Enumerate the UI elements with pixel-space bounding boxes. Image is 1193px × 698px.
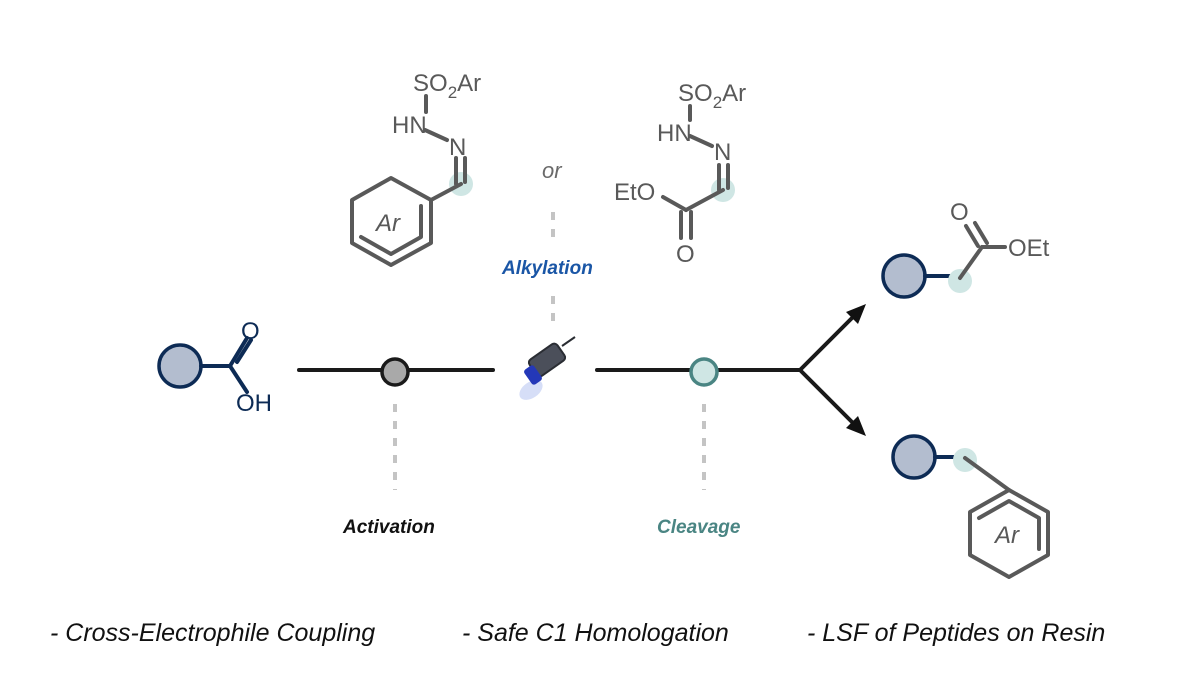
co-double-bond-b [973,221,989,245]
carbonyl-o-label: O [676,241,695,268]
sulfonyl-subscript: 2 [713,93,722,112]
co-double-bond-a [964,224,980,248]
ch2-carbonyl-bond [958,245,984,280]
oet-label: OEt [1008,235,1050,262]
n-label: N [449,134,466,161]
sulfonyl-subscript: 2 [448,83,457,102]
activation-node [380,357,410,387]
n-label: N [714,139,731,166]
resin-bead-icon [157,343,203,389]
activation-label: Activation [342,517,435,538]
ch-aryl-bond [429,182,463,202]
alkylation-label: Alkylation [501,258,593,279]
acid-oh-label: OH [236,390,272,417]
sulfonyl-ar: Ar [722,80,746,107]
arrow-lower-shaft [798,368,858,428]
benzene-inner-bonds [977,499,1041,551]
benzene-ring [350,176,433,267]
hn-label: HN [392,112,427,139]
cleavage-node [689,357,719,387]
aryl-label: Ar [374,210,401,237]
sulfonyl-label: SO [413,70,448,97]
aryl-hydrazone-reagent: SO2Ar HN N Ar [350,70,481,267]
carbonyl-o-label: O [950,199,969,226]
ester-product: O OEt [881,199,1050,299]
eto-label: EtO [614,179,655,206]
n-n-bond [688,134,714,148]
sulfonyl-ar: Ar [457,70,481,97]
sulfonyl-label: SO [678,80,713,107]
new-carbon-marker [948,269,972,293]
arrow-upper-head [846,304,866,324]
benzyl-product: Ar [891,434,1050,579]
cleavage-label: Cleavage [657,517,741,538]
feature-cross-electrophile: - Cross-Electrophile Coupling [50,619,375,647]
benzene-inner-bonds [359,204,423,256]
svg-text:SO2Ar: SO2Ar [413,70,481,102]
arrow-lower-head [846,416,866,436]
n-n-bond [423,128,449,142]
resin-bead-icon [891,434,937,480]
acid-single-bond [228,364,249,394]
benzene-ring [968,488,1050,579]
aryl-label: Ar [993,522,1020,549]
acid-o-label: O [241,318,260,345]
feature-c1-homologation: - Safe C1 Homologation [462,619,729,647]
acid-double-bond-b [235,338,253,364]
c-oet-bond [661,195,688,212]
hn-label: HN [657,120,692,147]
svg-text:SO2Ar: SO2Ar [678,80,746,112]
c-c-bond [684,188,725,212]
glyoxylate-hydrazone-reagent: SO2Ar HN N EtO O [614,80,746,268]
blue-led-light-icon [519,336,576,400]
feature-lsf-peptides: - LSF of Peptides on Resin [807,619,1105,647]
or-label: or [542,158,563,183]
ch2-aryl-bond [963,456,1011,492]
resin-bead-icon [881,253,927,299]
acid-double-bond-a [228,336,249,368]
arrow-upper-shaft [798,312,858,372]
resin-acid-start: O OH [157,318,272,417]
